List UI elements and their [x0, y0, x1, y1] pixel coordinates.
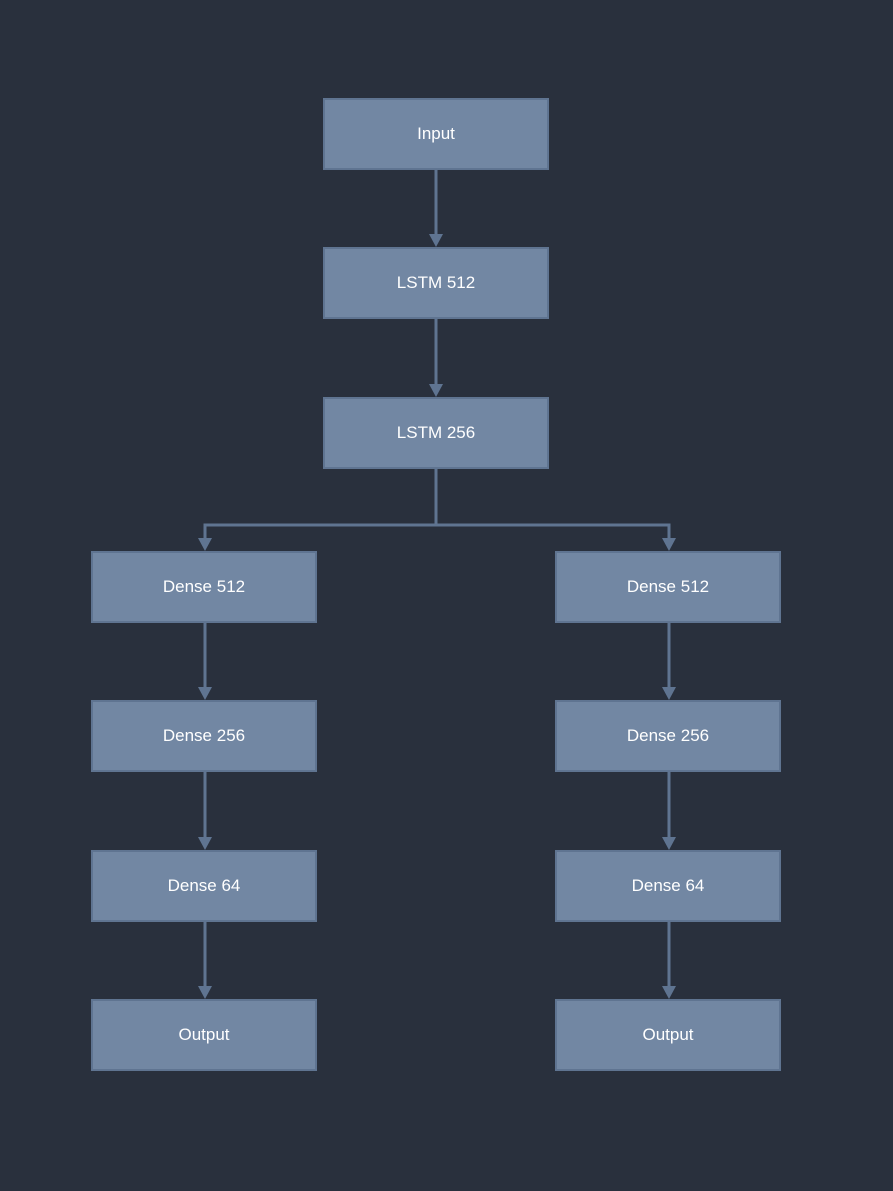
node-right-dense-64: Dense 64 [555, 850, 781, 922]
node-right-output: Output [555, 999, 781, 1071]
node-input: Input [323, 98, 549, 170]
arrowhead-left-dense512 [198, 538, 212, 551]
node-left-dense-256: Dense 256 [91, 700, 317, 772]
node-lstm-256: LSTM 256 [323, 397, 549, 469]
node-right-dense-512: Dense 512 [555, 551, 781, 623]
node-right-dense-256: Dense 256 [555, 700, 781, 772]
arrowhead-lstm512 [429, 234, 443, 247]
arrowhead-lstm256 [429, 384, 443, 397]
node-left-dense-64: Dense 64 [91, 850, 317, 922]
arrowhead-right-dense256 [662, 687, 676, 700]
node-lstm-512: LSTM 512 [323, 247, 549, 319]
node-left-output: Output [91, 999, 317, 1071]
edge-lstm256-left-dense512 [203, 469, 438, 540]
arrowhead-left-dense64 [198, 837, 212, 850]
arrowhead-left-dense256 [198, 687, 212, 700]
edge-lstm256-right-dense512 [436, 523, 671, 540]
arrowhead-right-output [662, 986, 676, 999]
arrowhead-right-dense64 [662, 837, 676, 850]
arrowhead-right-dense512 [662, 538, 676, 551]
node-left-dense-512: Dense 512 [91, 551, 317, 623]
arrowhead-left-output [198, 986, 212, 999]
